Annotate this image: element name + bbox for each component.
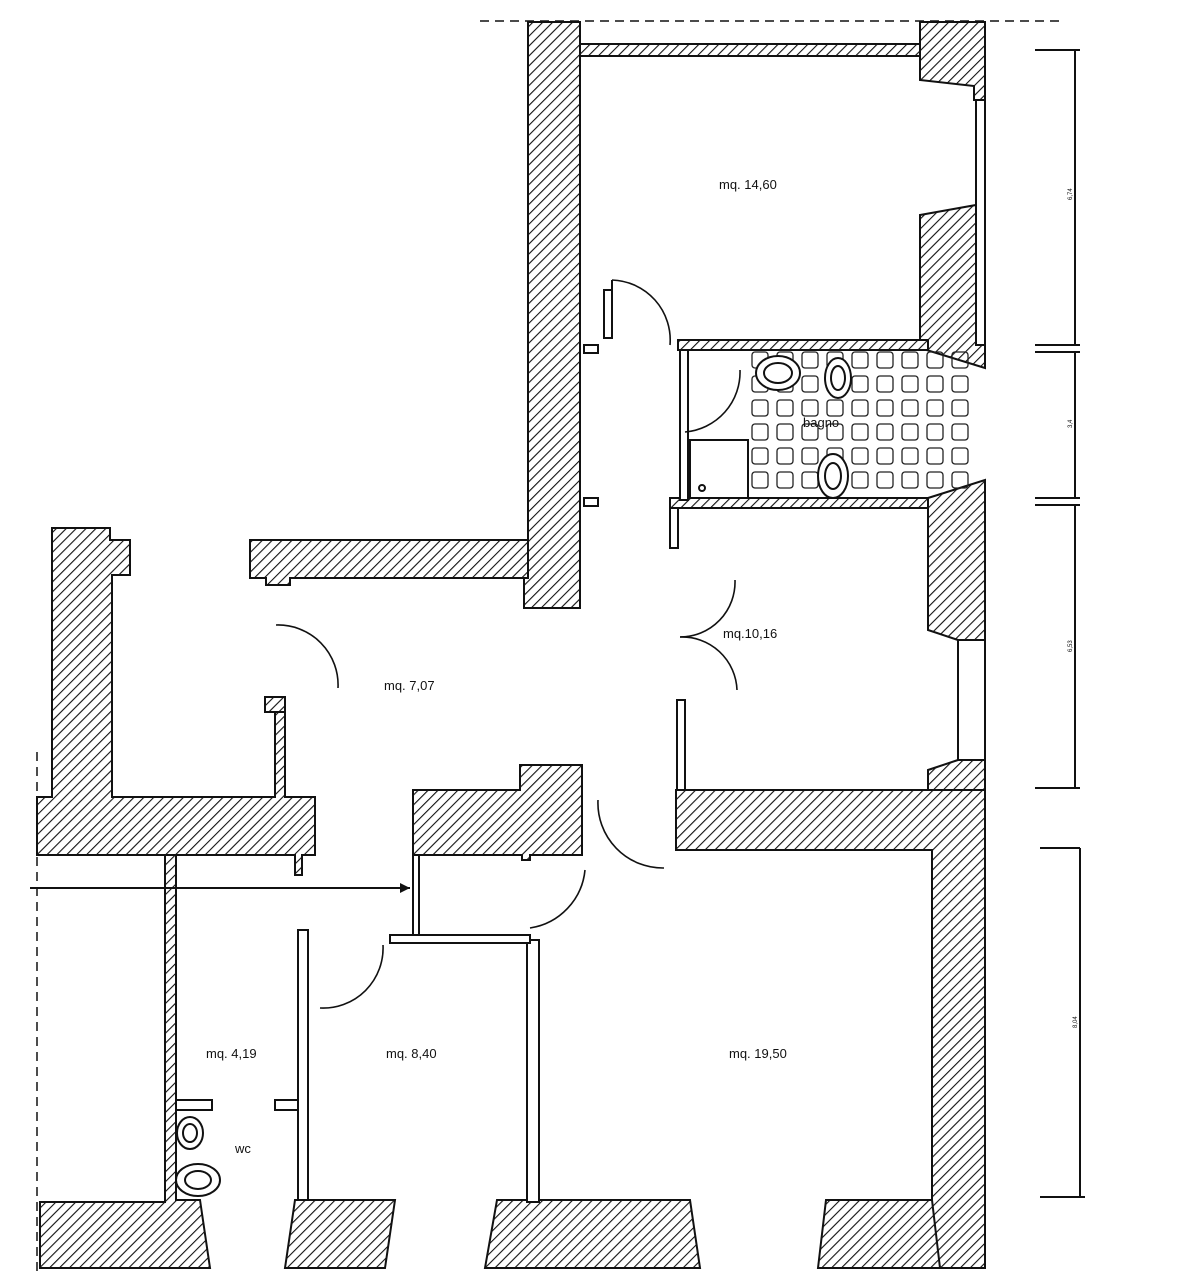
bathroom-tile: [776, 399, 794, 417]
bathroom-tile: [926, 375, 944, 393]
dimension-label-4: 8,04: [1073, 1016, 1079, 1028]
bathroom-tile: [926, 399, 944, 417]
bathroom-tile: [751, 399, 769, 417]
dimension-label-3: 6,53: [1068, 640, 1074, 652]
room-label-7-07: mq. 7,07: [384, 678, 435, 693]
bathroom-tile: [801, 471, 819, 489]
bathroom-tile: [851, 399, 869, 417]
washbasin-icon: [755, 355, 801, 391]
room-label-10-16: mq.10,16: [723, 626, 777, 641]
bathroom-tile: [851, 447, 869, 465]
room-label-bagno: bagno: [803, 415, 839, 430]
bathroom-tile: [826, 423, 844, 441]
bathroom-tile: [851, 471, 869, 489]
bathroom-tile: [951, 351, 969, 369]
dimension-lines: [1035, 49, 1085, 1198]
bathroom-tile: [776, 471, 794, 489]
bathroom-tile: [801, 423, 819, 441]
bathroom-tile: [876, 423, 894, 441]
room-label-wc: wc: [234, 1141, 251, 1156]
bathroom-tile: [951, 447, 969, 465]
door-swings: [275, 279, 741, 1009]
bathroom-tile: [851, 423, 869, 441]
bathroom-tile: [901, 375, 919, 393]
bathroom-tile: [951, 399, 969, 417]
bathroom-tile: [876, 375, 894, 393]
bathroom-tile: [951, 471, 969, 489]
walls: [36, 21, 986, 1269]
bathroom-fixtures: [175, 355, 852, 1197]
bathroom-tile: [851, 375, 869, 393]
bathroom-tile: [751, 471, 769, 489]
bathroom-tile: [876, 471, 894, 489]
bidet-icon: [824, 357, 852, 399]
bathroom-tile: [801, 399, 819, 417]
bathroom-tile: [751, 423, 769, 441]
room-label-19-50: mq. 19,50: [729, 1046, 787, 1061]
bathroom-tile: [876, 399, 894, 417]
room-label-4-19: mq. 4,19: [206, 1046, 257, 1061]
bathroom-tile: [901, 399, 919, 417]
bathroom-tile: [926, 351, 944, 369]
bathroom-tile: [826, 399, 844, 417]
bathroom-tile: [926, 447, 944, 465]
bathroom-tile: [776, 447, 794, 465]
bathroom-tile: [801, 447, 819, 465]
bathroom-tile: [801, 351, 819, 369]
bathroom-tile: [926, 423, 944, 441]
bathroom-tile: [851, 351, 869, 369]
wc-toilet-icon: [175, 1163, 221, 1197]
bathroom-tile: [951, 423, 969, 441]
bathroom-tile: [801, 375, 819, 393]
bathroom-tile: [876, 447, 894, 465]
bathroom-tile: [901, 351, 919, 369]
dimension-label-2: 3,4: [1068, 419, 1074, 428]
bathroom-tile: [876, 351, 894, 369]
room-label-14-60: mq. 14,60: [719, 177, 777, 192]
bathroom-tile: [926, 471, 944, 489]
bathroom-tile: [901, 471, 919, 489]
bathroom-tile: [901, 423, 919, 441]
bathroom-tile: [951, 375, 969, 393]
room-label-8-40: mq. 8,40: [386, 1046, 437, 1061]
toilet-icon: [817, 453, 849, 499]
dimension-label-1: 6,74: [1068, 188, 1074, 200]
bathroom-tile: [901, 447, 919, 465]
wc-basin-icon: [176, 1116, 204, 1150]
bathroom-tile: [776, 423, 794, 441]
bathroom-tile: [751, 447, 769, 465]
